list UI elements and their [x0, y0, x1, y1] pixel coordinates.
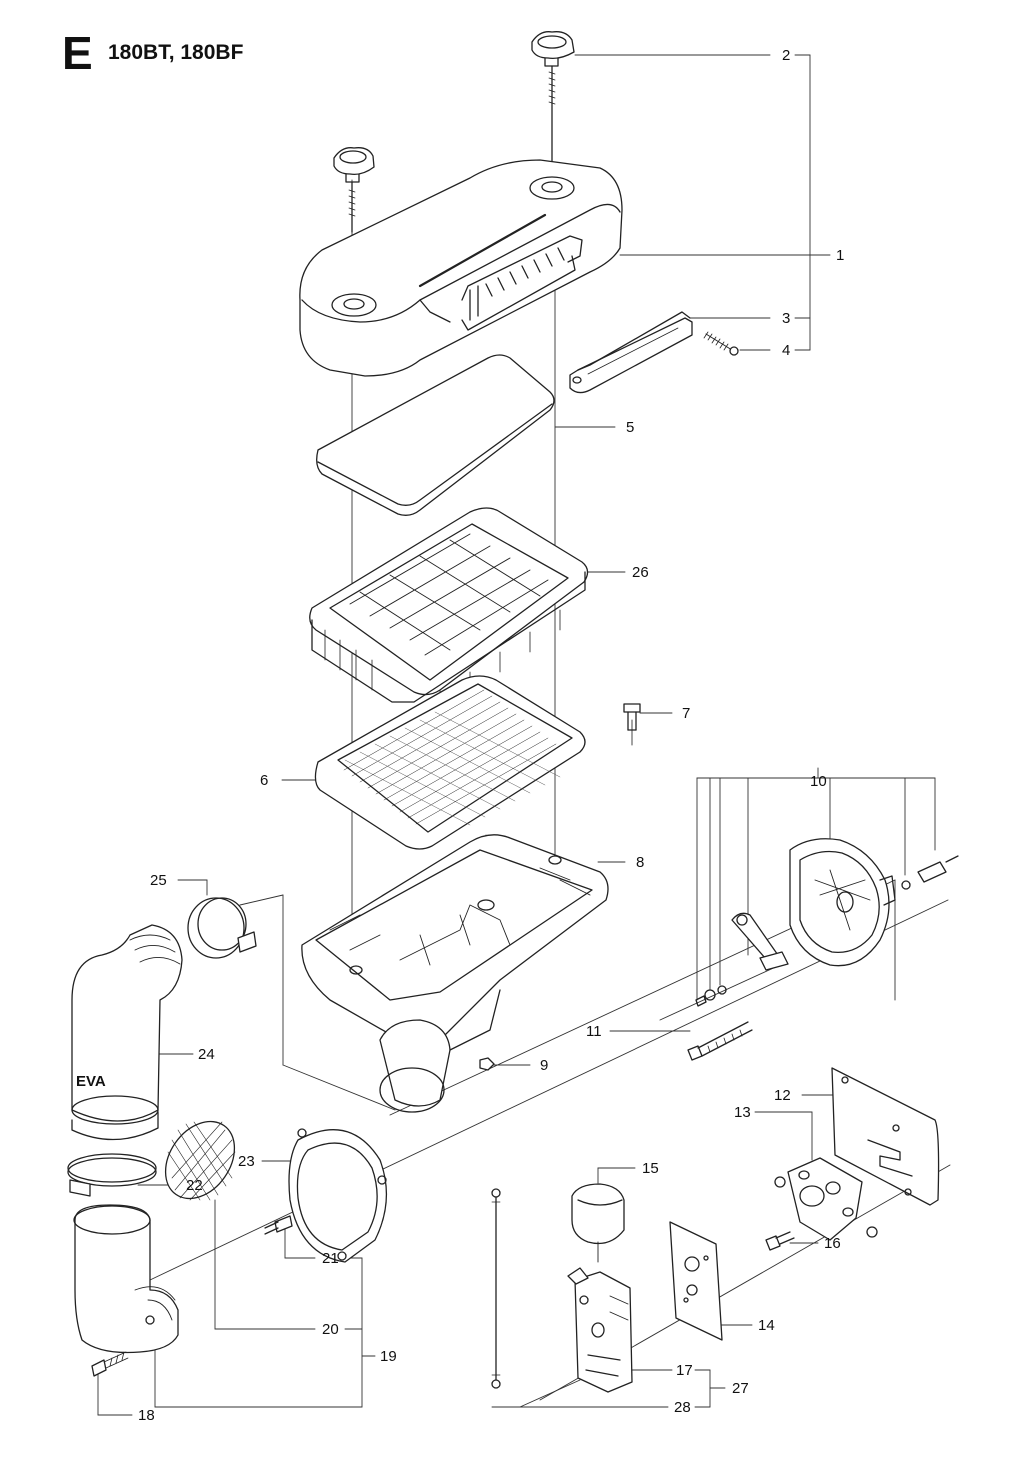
- callout-labels: 2 1 3 4 5 26 7 6 10 8 25 11 24 9 12 13 2…: [138, 47, 844, 1424]
- callout-20: 20: [322, 1321, 339, 1338]
- callout-25: 25: [150, 872, 167, 889]
- callout-1: 1: [836, 247, 844, 264]
- long-screw: [687, 1021, 753, 1061]
- callout-4: 4: [782, 342, 790, 359]
- screw-18: [91, 1351, 129, 1377]
- callout-27: 27: [732, 1380, 749, 1397]
- callout-7: 7: [682, 705, 690, 722]
- cover-bracket: [569, 311, 693, 394]
- callout-24: 24: [198, 1046, 215, 1063]
- callout-5: 5: [626, 419, 634, 436]
- washer-9: [479, 1057, 495, 1071]
- callout-17: 17: [676, 1362, 693, 1379]
- filter-screw: [623, 703, 641, 731]
- callout-15: 15: [642, 1160, 659, 1177]
- intake-flange: [774, 1157, 878, 1241]
- callout-18: 18: [138, 1407, 155, 1424]
- callout-28: 28: [674, 1399, 691, 1416]
- callout-3: 3: [782, 310, 790, 327]
- callout-9: 9: [540, 1057, 548, 1074]
- callout-6: 6: [260, 772, 268, 789]
- callout-8: 8: [636, 854, 644, 871]
- eva-marking: EVA: [76, 1073, 106, 1090]
- callout-22: 22: [186, 1177, 203, 1194]
- adapter-elbow: [73, 1204, 179, 1354]
- hose-clamp-22: [67, 1153, 157, 1197]
- callout-26: 26: [632, 564, 649, 581]
- callout-21: 21: [322, 1250, 339, 1267]
- leader-lines: [97, 54, 951, 1416]
- choke-cap: [571, 1183, 625, 1263]
- cover-knob-rear: [531, 31, 575, 179]
- callout-11: 11: [586, 1023, 602, 1040]
- callout-10: 10: [810, 773, 827, 790]
- section-letter: E: [62, 27, 93, 79]
- screw-21: [264, 1215, 293, 1235]
- model-title: 180BT, 180BF: [108, 41, 244, 64]
- intake-elbow: [71, 924, 183, 1141]
- mesh-screen: [164, 1120, 236, 1201]
- gasket-23: [288, 1128, 388, 1263]
- carburetor: [567, 1267, 633, 1393]
- filter-grid: [309, 507, 589, 703]
- callout-13: 13: [734, 1104, 751, 1121]
- callout-2: 2: [782, 47, 790, 64]
- cover-knob-front: [333, 147, 375, 233]
- heat-shield-plate: [831, 1067, 940, 1206]
- screw-16: [765, 1231, 795, 1251]
- callout-23: 23: [238, 1153, 255, 1170]
- bracket-screw: [703, 331, 739, 356]
- callout-19: 19: [380, 1348, 397, 1365]
- adapter-plate-assembly: [695, 838, 959, 1007]
- callout-14: 14: [758, 1317, 775, 1334]
- callout-12: 12: [774, 1087, 791, 1104]
- choke-rod: [491, 1188, 501, 1389]
- hose-clamp-25: [187, 897, 257, 959]
- pre-filter: [316, 354, 555, 516]
- air-filter-cover: [299, 159, 623, 377]
- callout-16: 16: [824, 1235, 841, 1252]
- paper-filter: [314, 675, 586, 850]
- carburetor-gasket: [669, 1221, 723, 1341]
- filter-housing: [301, 834, 609, 1113]
